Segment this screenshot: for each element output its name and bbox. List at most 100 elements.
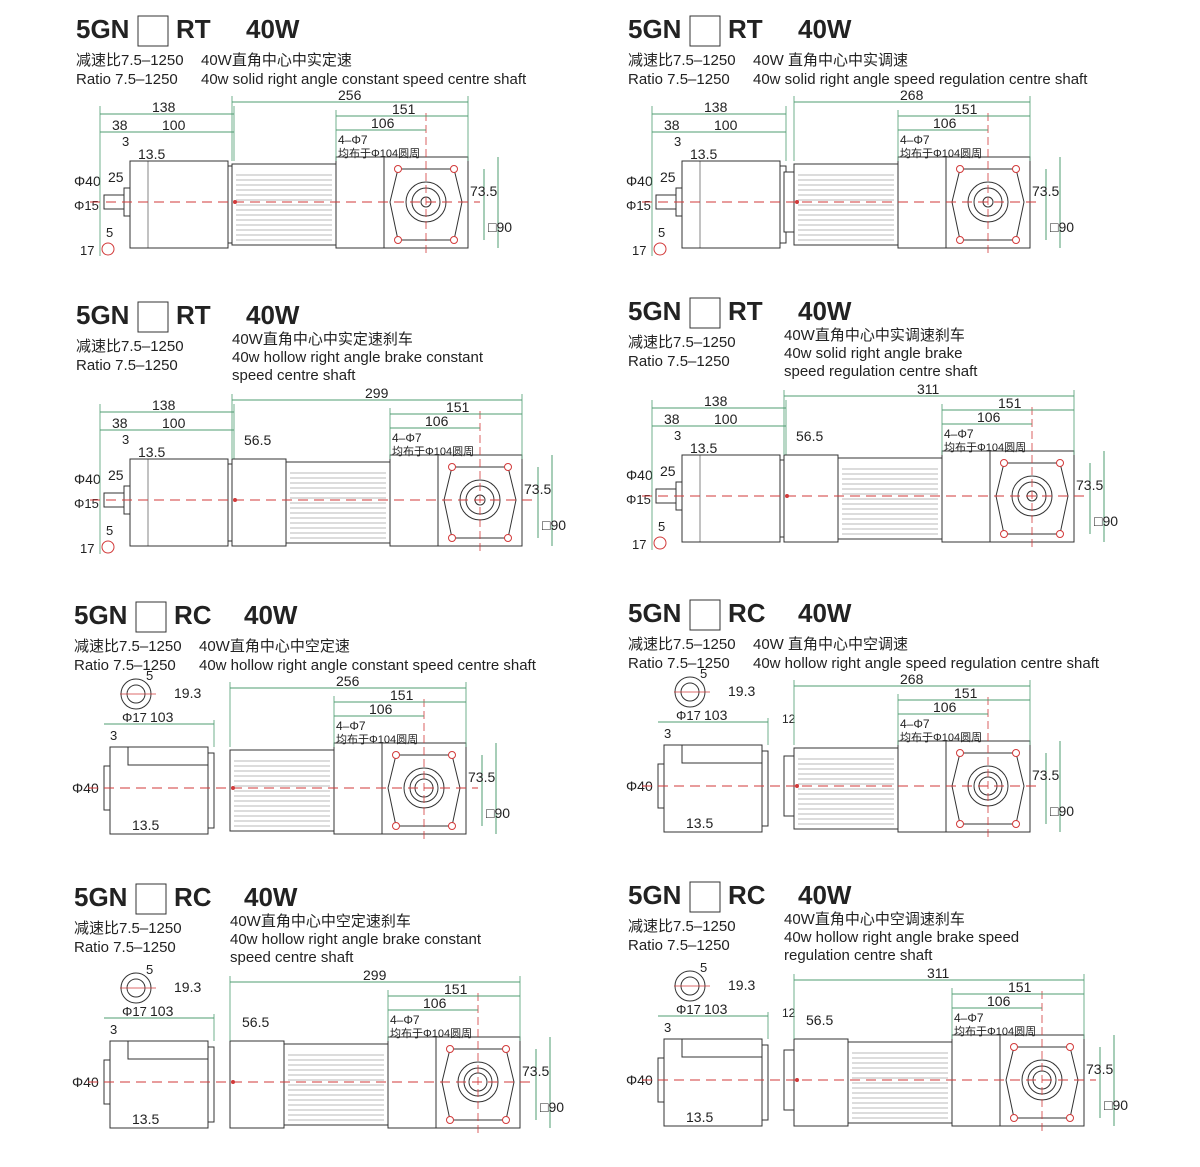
model-placeholder-box — [135, 601, 167, 633]
dim-square-90: □90 — [540, 1099, 564, 1115]
motor-body — [837, 457, 943, 540]
description-cn: 40W直角中心中实调速刹车 — [784, 327, 965, 344]
motor-body — [283, 1043, 389, 1126]
mounting-hole-icon — [448, 822, 456, 830]
dim-overall-length: 311 — [917, 381, 940, 397]
dim-38: 38 — [664, 117, 680, 133]
dim-151: 151 — [954, 685, 978, 701]
dim-pcd: 均布于Φ104圆周 — [390, 1027, 472, 1040]
reduction-ratio-cn: 减速比7.5–1250 — [74, 638, 182, 655]
description-en: speed centre shaft — [232, 367, 356, 384]
power-rating: 40W — [798, 598, 852, 628]
dim-73-5: 73.5 — [1032, 767, 1059, 783]
description-en: 40w solid right angle brake — [784, 345, 962, 362]
dim-mounting-holes: 4–Φ7 — [338, 133, 368, 147]
dim-151: 151 — [1008, 979, 1032, 995]
side-view-endcap — [207, 1046, 215, 1123]
dim-38: 38 — [112, 415, 128, 431]
side-view-body — [129, 160, 229, 249]
description-en: 40w hollow right angle brake speed — [784, 929, 1019, 946]
dim-phi40: Φ40 — [72, 1074, 99, 1090]
centre-mark — [795, 200, 799, 204]
dim-3: 3 — [664, 1020, 671, 1035]
power-rating: 40W — [244, 600, 298, 630]
reduction-ratio-en: Ratio 7.5–1250 — [74, 657, 176, 674]
description-cn: 40W直角中心中空调速刹车 — [784, 911, 965, 928]
gearbox — [951, 1034, 1001, 1127]
dim-106: 106 — [371, 115, 395, 131]
description-en: 40w hollow right angle speed regulation … — [753, 655, 1100, 672]
mounting-hole-icon — [1066, 1114, 1074, 1122]
dim-19-3: 19.3 — [728, 977, 755, 993]
mounting-hole-icon — [956, 820, 964, 828]
dim-56-5: 56.5 — [806, 1012, 833, 1028]
dim-73-5: 73.5 — [470, 183, 497, 199]
reduction-ratio-cn: 减速比7.5–1250 — [628, 636, 736, 653]
dim-17: 17 — [80, 243, 94, 258]
dim-pcd: 均布于Φ104圆周 — [338, 147, 420, 160]
dim-25: 25 — [660, 463, 676, 479]
dim-19-3: 19.3 — [728, 683, 755, 699]
mounting-hole-icon — [1056, 459, 1064, 467]
dim-13-5: 13.5 — [132, 817, 159, 833]
dim-17: 17 — [632, 243, 646, 258]
model-prefix: 5GN — [76, 14, 129, 44]
dim-phi40: Φ40 — [626, 173, 653, 189]
dim-25: 25 — [108, 169, 124, 185]
mounting-hole-icon — [448, 751, 456, 759]
reduction-ratio-en: Ratio 7.5–1250 — [76, 357, 178, 374]
shaft-section-icon — [653, 536, 667, 550]
mounting-hole-icon — [1010, 1114, 1018, 1122]
mounting-hole-icon — [448, 534, 456, 542]
dim-phi40: Φ40 — [626, 1072, 653, 1088]
description-en: 40w solid right angle constant speed cen… — [201, 71, 527, 88]
gearbox — [335, 156, 385, 249]
dim-151: 151 — [392, 101, 416, 117]
motor-body — [229, 749, 335, 832]
power-rating: 40W — [798, 880, 852, 910]
dim-5: 5 — [658, 225, 665, 240]
model-suffix: RT — [176, 14, 211, 44]
shaft-section-icon — [101, 242, 115, 256]
dim-square-90: □90 — [486, 805, 510, 821]
model-placeholder-box — [689, 297, 721, 329]
dim-103: 103 — [150, 1003, 174, 1019]
mounting-hole-icon — [446, 1116, 454, 1124]
model-suffix: RC — [728, 598, 766, 628]
model-placeholder-box — [137, 301, 169, 333]
dim-5: 5 — [700, 666, 707, 681]
dim-100: 100 — [714, 411, 738, 427]
dim-3: 3 — [110, 728, 117, 743]
mounting-hole-icon — [450, 165, 458, 173]
reduction-ratio-en: Ratio 7.5–1250 — [628, 655, 730, 672]
reduction-ratio-cn: 减速比7.5–1250 — [74, 920, 182, 937]
model-placeholder-box — [689, 15, 721, 47]
dim-13-5: 13.5 — [138, 444, 165, 460]
dim-5: 5 — [146, 962, 153, 977]
mounting-hole-icon — [1012, 165, 1020, 173]
model-prefix: 5GN — [76, 300, 129, 330]
dim-5: 5 — [106, 225, 113, 240]
model-suffix: RT — [176, 300, 211, 330]
dim-overall-length: 299 — [363, 967, 387, 983]
dim-13-5: 13.5 — [686, 1109, 713, 1125]
description-cn: 40W 直角中心中实调速 — [753, 52, 908, 69]
model-prefix: 5GN — [628, 598, 681, 628]
description-en: 40w hollow right angle constant speed ce… — [199, 657, 537, 674]
dim-151: 151 — [998, 395, 1022, 411]
dim-3: 3 — [664, 726, 671, 741]
description-cn: 40W直角中心中实定速刹车 — [232, 331, 413, 348]
dim-25: 25 — [660, 169, 676, 185]
model-placeholder-box — [135, 883, 167, 915]
model-suffix: RC — [728, 880, 766, 910]
